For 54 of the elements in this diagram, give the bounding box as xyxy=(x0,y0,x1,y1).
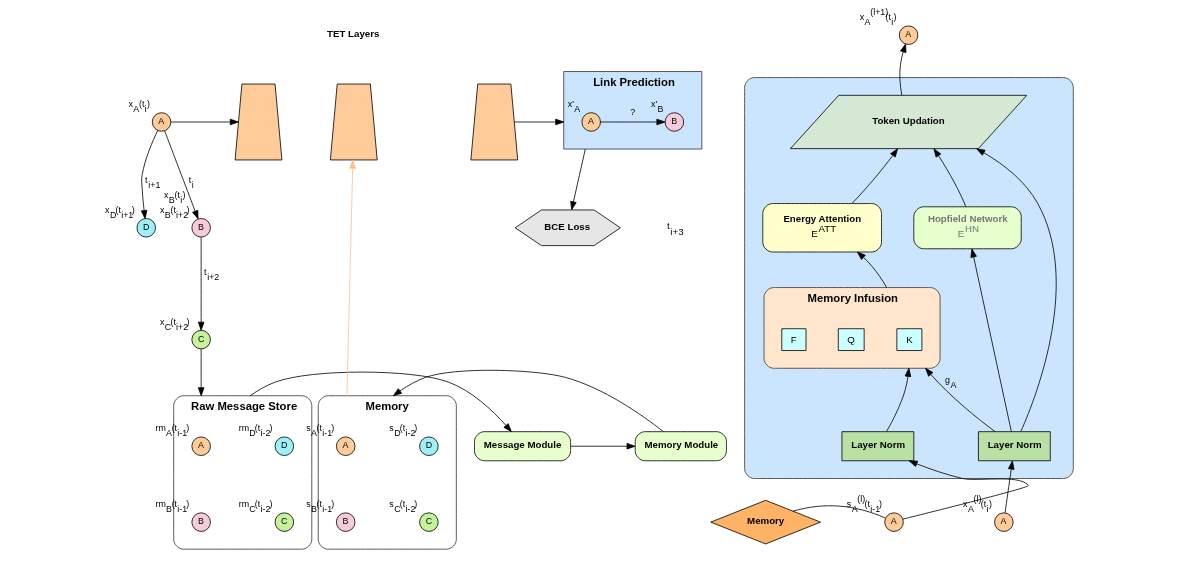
arrow xyxy=(392,369,663,432)
node-circle: C xyxy=(190,329,211,350)
arrow xyxy=(975,148,1057,432)
node-circle: A xyxy=(151,112,171,132)
arrow xyxy=(599,118,665,126)
arrow xyxy=(933,148,966,207)
arrow xyxy=(569,443,635,450)
node-circle: B xyxy=(664,112,684,132)
node-box: Q xyxy=(837,328,865,351)
node-box xyxy=(234,83,282,161)
node-circle: A xyxy=(898,25,918,45)
arrow xyxy=(856,251,887,288)
node-diamond: Memory xyxy=(709,499,821,545)
edge-label: ? xyxy=(629,106,635,117)
arrow xyxy=(851,148,898,204)
node-circle: D xyxy=(274,436,294,456)
arrow xyxy=(197,236,204,331)
node-circle: B xyxy=(190,512,211,532)
node-circle: C xyxy=(418,512,439,532)
node-circle: D xyxy=(418,436,439,456)
arrow xyxy=(885,367,911,432)
connector xyxy=(792,505,886,519)
arrow xyxy=(902,460,1029,520)
arrow xyxy=(140,130,158,219)
cluster xyxy=(743,77,1074,479)
arrow xyxy=(163,130,198,220)
node-box: Memory Module xyxy=(634,431,727,462)
node-box: Layer Norm xyxy=(841,431,914,462)
arrow xyxy=(197,348,204,397)
node-circle: A xyxy=(581,112,601,132)
arrow xyxy=(969,248,1012,433)
node-box xyxy=(469,83,518,161)
node-circle: A xyxy=(335,436,355,456)
node-box: K xyxy=(895,328,922,351)
node-box xyxy=(329,83,378,161)
arrow xyxy=(1004,460,1014,514)
arrow xyxy=(898,43,906,96)
node-circle: B xyxy=(335,512,355,532)
node-box: Layer Norm xyxy=(977,431,1051,462)
arrow xyxy=(513,118,564,126)
arrow xyxy=(170,118,239,126)
node-circle: A xyxy=(190,436,211,456)
node-circle: D xyxy=(136,218,156,238)
arrow xyxy=(569,148,586,211)
node-box: Message Module xyxy=(473,431,571,462)
node-circle: B xyxy=(190,218,211,238)
node-circle: A xyxy=(883,512,904,532)
label: TET Layers xyxy=(326,27,379,39)
arrow xyxy=(249,371,512,432)
node-circle: A xyxy=(993,512,1014,532)
node-circle: C xyxy=(274,512,294,532)
arrow xyxy=(346,159,356,397)
arrow xyxy=(924,367,995,433)
node-box: F xyxy=(780,328,806,351)
